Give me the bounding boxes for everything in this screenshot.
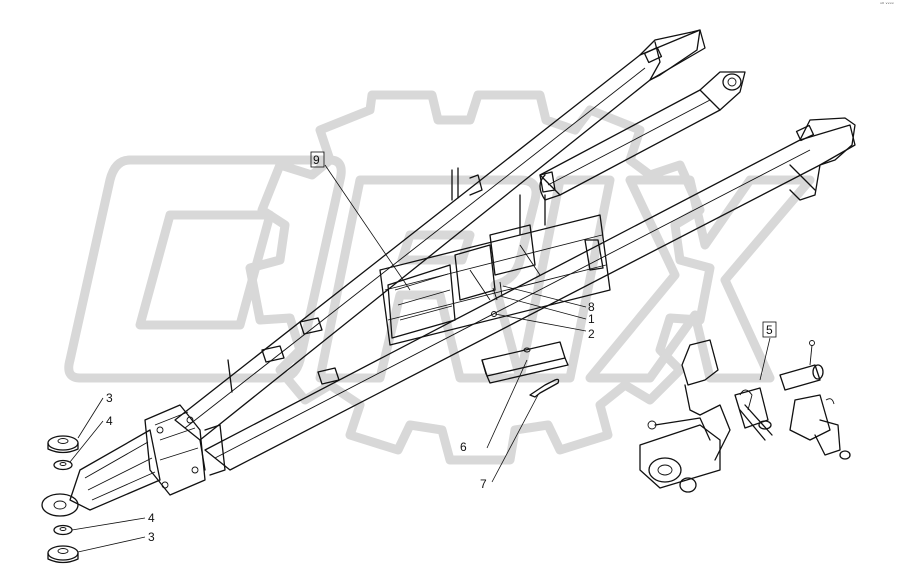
right-arm-end-bracket — [789, 117, 856, 201]
callout-9-box — [310, 151, 325, 168]
callout-5: 5 — [766, 323, 773, 337]
callout-6: 6 — [460, 440, 467, 454]
watermark-letter-r — [315, 175, 541, 383]
inner-panel — [387, 264, 456, 339]
left-arm-end-bracket — [639, 29, 701, 81]
callout-2: 2 — [588, 327, 595, 341]
watermark-letter-i — [515, 175, 615, 383]
center-block-left — [454, 244, 496, 301]
tongue-eye — [41, 493, 79, 517]
callout-5-box — [762, 321, 777, 338]
watermark-logo — [64, 90, 815, 465]
callout-1: 1 — [588, 312, 595, 326]
callout-8: 8 — [588, 300, 595, 314]
callouts: 9 8 1 2 6 7 5 3 4 4 3 — [106, 151, 777, 544]
part-1-pin — [499, 281, 503, 297]
drawbar-frame — [41, 29, 856, 517]
watermark-letter-x — [585, 175, 815, 383]
callout-9: 9 — [313, 153, 320, 167]
washer-4-bottom — [53, 524, 73, 536]
part-6-block — [481, 341, 569, 384]
callout-7: 7 — [480, 477, 487, 491]
callout-3-bottom: 3 — [148, 530, 155, 544]
center-block-right — [489, 224, 536, 276]
hitch-assembly-5 — [639, 339, 851, 493]
corner-code: ᵛᴵᴵ ᵛᵛᵛᵛ — [880, 2, 894, 8]
washer-stack-top — [47, 435, 79, 471]
part-7-clip — [529, 378, 560, 398]
hitch-head — [144, 404, 226, 496]
watermark-gear — [245, 90, 715, 465]
washer-4-top — [53, 459, 73, 471]
part-8-bolt — [492, 287, 498, 301]
center-frame — [379, 214, 611, 346]
hydraulic-cylinder — [539, 71, 746, 201]
washer-stack-bottom — [47, 524, 79, 564]
leader-lines — [69, 164, 771, 553]
callout-4-top: 4 — [106, 414, 113, 428]
callout-3-top: 3 — [106, 391, 113, 405]
tongue — [41, 429, 161, 517]
callout-4-bottom: 4 — [148, 511, 155, 525]
watermark-letter-o — [64, 155, 346, 383]
